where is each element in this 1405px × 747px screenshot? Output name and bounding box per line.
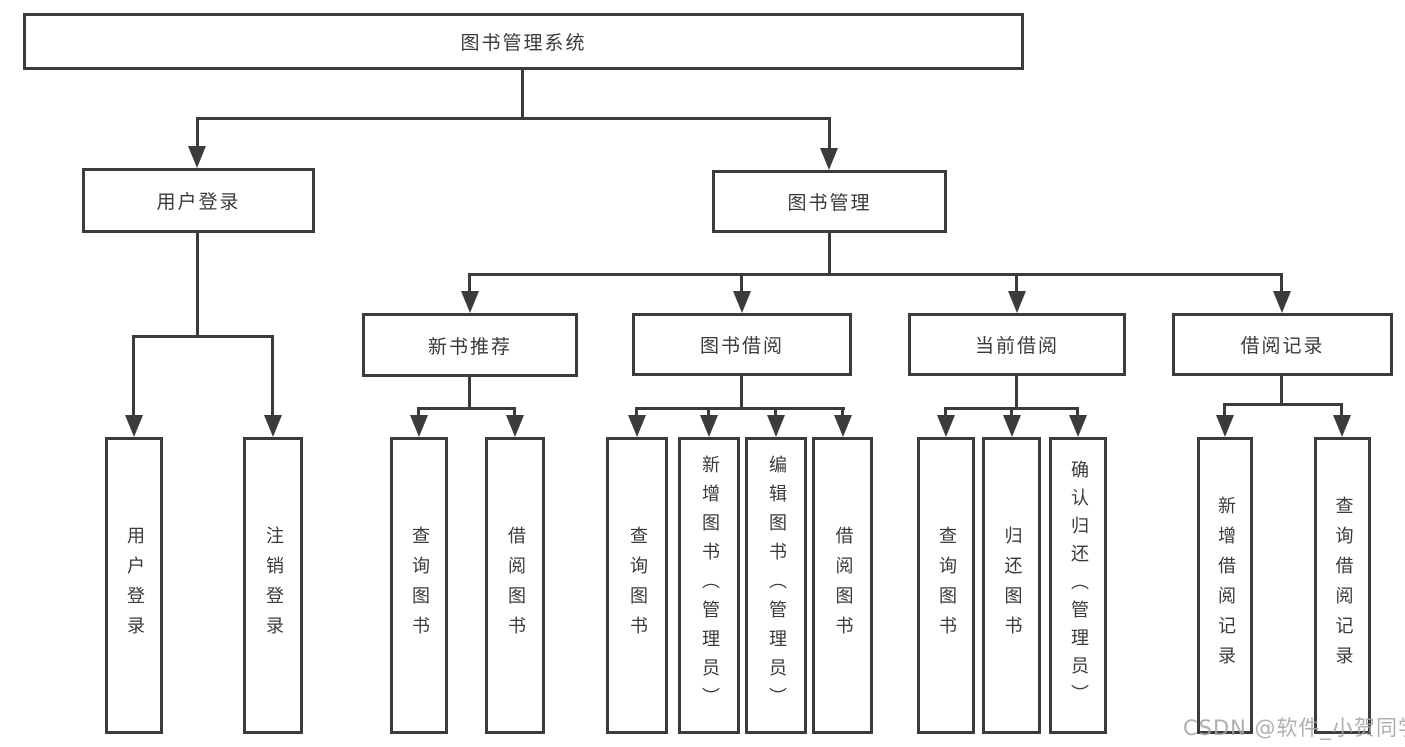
node-book-management: 图书管理: [712, 170, 947, 233]
connector-line: [132, 335, 135, 419]
leaf-label: 用户登录: [124, 525, 145, 646]
csdn-watermark: CSDN @软件_小贺同学: [1183, 716, 1405, 740]
node-label: 图书管理: [787, 192, 872, 214]
arrow-down-icon: [1069, 415, 1087, 437]
arrow-down-icon: [700, 415, 718, 437]
connector-line: [521, 69, 524, 120]
connector-line: [271, 335, 274, 419]
node-library-management-system: 图书管理系统: [23, 13, 1024, 70]
leaf-borrow-books-2: 借阅图书: [812, 437, 873, 734]
arrow-down-icon: [506, 415, 524, 437]
leaf-label: 编辑图书（管理员）: [766, 455, 787, 716]
connector-line: [828, 232, 831, 275]
connector-line: [740, 375, 743, 410]
leaf-query-books-3: 查询图书: [917, 437, 975, 734]
arrow-down-icon: [1216, 415, 1234, 437]
node-label: 用户登录: [156, 191, 241, 213]
arrow-down-icon: [937, 415, 955, 437]
connector-line: [1015, 273, 1018, 295]
node-label: 当前借阅: [974, 335, 1059, 357]
leaf-add-books-admin: 新增图书（管理员）: [678, 437, 740, 734]
node-label: 图书管理系统: [460, 32, 587, 54]
connector-line: [1015, 375, 1018, 410]
connector-line: [196, 232, 199, 338]
leaf-label: 查询图书: [409, 525, 430, 646]
arrow-down-icon: [264, 415, 282, 437]
arrow-down-icon: [834, 415, 852, 437]
connector-line: [707, 407, 710, 421]
leaf-label: 查询图书: [936, 525, 957, 646]
node-borrowing-records: 借阅记录: [1172, 313, 1393, 376]
leaf-return-books: 归还图书: [982, 437, 1041, 734]
arrow-down-icon: [410, 415, 428, 437]
leaf-borrow-books-1: 借阅图书: [485, 437, 545, 734]
connector-line: [635, 407, 638, 421]
arrow-down-icon: [767, 415, 785, 437]
arrow-down-icon: [628, 415, 646, 437]
arrow-down-icon: [188, 146, 206, 168]
node-user-login: 用户登录: [82, 168, 315, 233]
leaf-label: 借阅图书: [832, 525, 854, 646]
leaf-query-books-2: 查询图书: [606, 437, 668, 734]
node-label: 图书借阅: [699, 335, 784, 357]
connector-line: [635, 407, 845, 410]
connector-line: [740, 273, 743, 295]
node-new-book-recommend: 新书推荐: [362, 313, 578, 377]
arrow-down-icon: [1273, 291, 1291, 313]
connector-line: [841, 407, 844, 421]
connector-line: [417, 407, 516, 410]
leaf-label: 注销登录: [263, 525, 284, 646]
node-label: 借阅记录: [1240, 335, 1325, 357]
leaf-label: 新增图书（管理员）: [699, 455, 720, 716]
arrow-down-icon: [461, 291, 479, 313]
connector-line: [944, 407, 947, 421]
leaf-label: 借阅图书: [505, 525, 526, 646]
leaf-query-books-1: 查询图书: [390, 437, 448, 734]
connector-line: [417, 407, 420, 421]
leaf-confirm-return-admin: 确认归还（管理员）: [1049, 437, 1107, 734]
arrow-down-icon: [820, 148, 838, 170]
arrow-down-icon: [1008, 291, 1026, 313]
node-book-borrowing: 图书借阅: [632, 313, 852, 376]
connector-line: [1223, 403, 1343, 406]
leaf-query-borrow-record: 查询借阅记录: [1314, 437, 1371, 734]
leaf-label: 查询图书: [627, 525, 648, 646]
connector-line: [196, 117, 199, 151]
connector-line: [774, 407, 777, 421]
arrow-down-icon: [1003, 415, 1021, 437]
leaf-user-login: 用户登录: [105, 437, 163, 734]
connector-line: [196, 117, 831, 120]
connector-line: [1223, 403, 1226, 419]
connector-line: [468, 273, 471, 295]
node-label: 新书推荐: [427, 335, 512, 358]
connector-line: [468, 375, 471, 410]
connector-line: [828, 117, 831, 153]
connector-line: [1280, 273, 1283, 295]
connector-line: [132, 335, 274, 338]
arrow-down-icon: [125, 415, 143, 437]
leaf-label: 确认归还（管理员）: [1068, 459, 1089, 712]
leaf-edit-books-admin: 编辑图书（管理员）: [745, 437, 807, 734]
leaf-logout: 注销登录: [243, 437, 303, 734]
connector-line: [1280, 375, 1283, 406]
leaf-label: 查询借阅记录: [1332, 495, 1354, 676]
leaf-label: 归还图书: [1001, 525, 1023, 646]
connector-line: [468, 273, 1283, 276]
arrow-down-icon: [733, 291, 751, 313]
node-current-borrowing: 当前借阅: [908, 313, 1126, 376]
connector-line: [1340, 403, 1343, 419]
arrow-down-icon: [1333, 415, 1351, 437]
connector-line: [1010, 407, 1013, 421]
connector-line: [513, 407, 516, 421]
connector-line: [1076, 407, 1079, 421]
leaf-add-borrow-record: 新增借阅记录: [1197, 437, 1253, 734]
leaf-label: 新增借阅记录: [1215, 495, 1236, 676]
